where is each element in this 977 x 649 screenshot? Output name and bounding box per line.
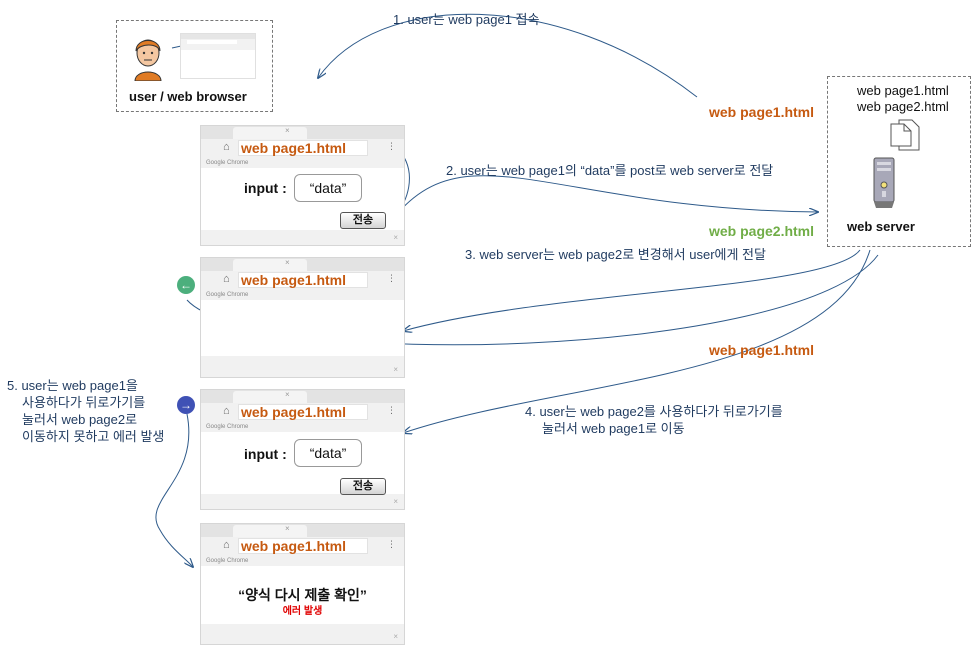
close-icon[interactable]: × (393, 632, 398, 641)
server-tower-icon (873, 157, 895, 209)
step2-label: 2. user는 web page1의 “data”를 post로 web se… (446, 162, 773, 179)
browser-brand: Google Chrome (206, 424, 248, 430)
step5-label-line2: 사용하다가 뒤로가기를 (22, 394, 145, 411)
browser-window-4: × ⌂ web page1.html ⋮ Google Chrome “양식 다… (200, 523, 405, 645)
home-icon[interactable]: ⌂ (223, 141, 230, 153)
user-box-label: user / web browser (129, 89, 247, 104)
menu-icon[interactable]: ⋮ (387, 405, 396, 416)
payload-label-page1-bottom: web page1.html (709, 342, 814, 358)
input-label: input : (244, 180, 287, 196)
user-browser-thumbnail (180, 33, 256, 79)
submit-button[interactable]: 전송 (340, 212, 386, 229)
browser-window-3: × ⌂ web page1.html ⋮ Google Chrome input… (200, 389, 405, 510)
user-avatar-icon (132, 33, 164, 81)
payload-label-page1-top: web page1.html (709, 104, 814, 120)
browser-brand: Google Chrome (206, 558, 248, 564)
step3-label: 3. web server는 web page2로 변경해서 user에게 전달 (465, 246, 766, 263)
browser-window-1: × ⌂ web page1.html ⋮ Google Chrome input… (200, 125, 405, 246)
step5-label-line4: 이동하지 못하고 에러 발생 (22, 428, 164, 445)
server-file2-label: web page2.html (857, 99, 949, 114)
close-icon[interactable]: × (393, 233, 398, 242)
browser-title: web page1.html (241, 538, 346, 554)
browser-title: web page1.html (241, 140, 346, 156)
forward-arrow-icon[interactable]: → (177, 396, 195, 414)
arrow-step2 (397, 176, 818, 214)
browser-brand: Google Chrome (206, 160, 248, 166)
payload-label-page2: web page2.html (709, 223, 814, 239)
back-arrow-icon[interactable]: ← (177, 276, 195, 294)
close-icon[interactable]: × (393, 497, 398, 506)
close-icon[interactable]: × (393, 365, 398, 374)
step4-label-line2: 눌러서 web page1로 이동 (542, 420, 685, 437)
step4-label-line1: 4. user는 web page2를 사용하다가 뒤로가기를 (525, 403, 783, 420)
home-icon[interactable]: ⌂ (223, 405, 230, 417)
step1-label: 1. user는 web page1 접속 (393, 11, 539, 28)
home-icon[interactable]: ⌂ (223, 273, 230, 285)
browser-title: web page1.html (241, 404, 346, 420)
browser-title: web page1.html (241, 272, 346, 288)
menu-icon[interactable]: ⋮ (387, 539, 396, 550)
input-label: input : (244, 446, 287, 462)
submit-button[interactable]: 전송 (340, 478, 386, 495)
home-icon[interactable]: ⌂ (223, 539, 230, 551)
step5-label-line1: 5. user는 web page1을 (7, 377, 138, 394)
browser-window-2: × ⌂ web page1.html ⋮ Google Chrome × (200, 257, 405, 378)
document-icon (890, 119, 920, 151)
step5-label-line3: 눌러서 web page2로 (22, 411, 137, 428)
server-box: web page1.html web page2.html web server (827, 76, 971, 247)
server-label: web server (847, 219, 915, 234)
error-message: 에러 발생 (201, 602, 404, 617)
data-input[interactable]: “data” (294, 439, 362, 467)
menu-icon[interactable]: ⋮ (387, 273, 396, 284)
browser-brand: Google Chrome (206, 292, 248, 298)
data-input[interactable]: “data” (294, 174, 362, 202)
server-file1-label: web page1.html (857, 83, 949, 98)
menu-icon[interactable]: ⋮ (387, 141, 396, 152)
user-box: user / web browser (116, 20, 273, 112)
